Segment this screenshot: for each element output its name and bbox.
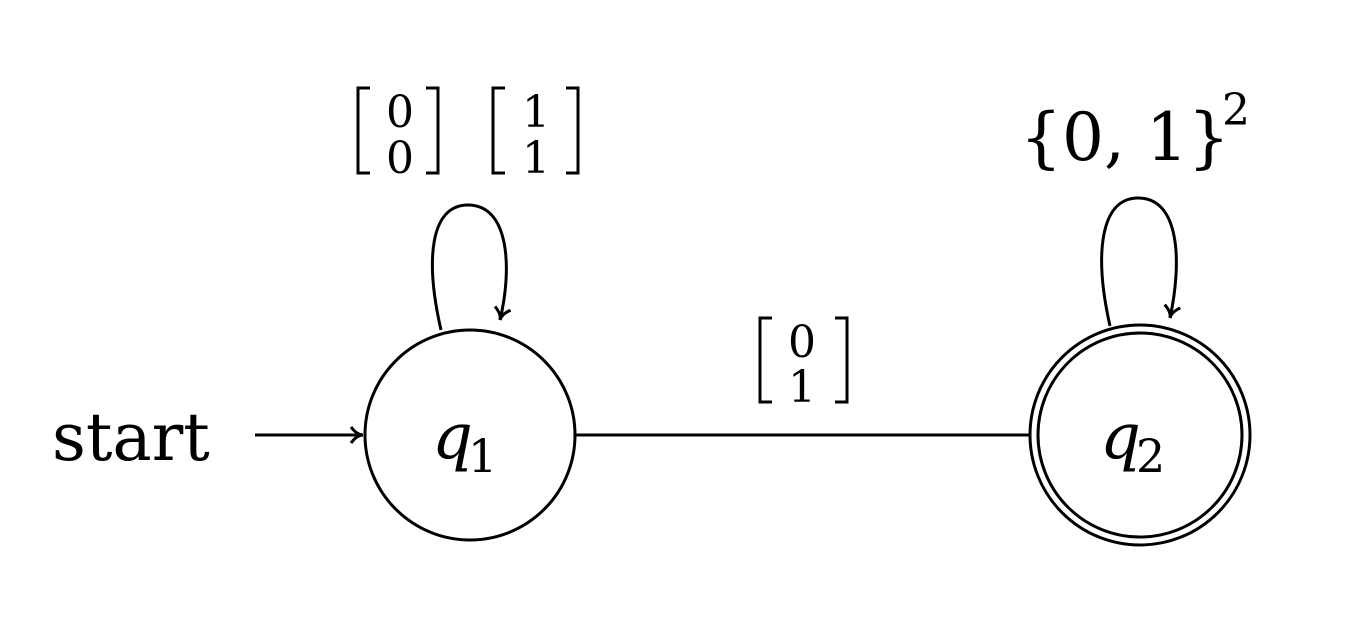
q1-loop-arrow bbox=[431, 203, 512, 331]
state-q1-subscript: 1 bbox=[468, 429, 497, 483]
state-q2-subscript: 2 bbox=[1136, 429, 1165, 483]
svg-text:1: 1 bbox=[522, 87, 550, 138]
q2-loop-label: {0, 1} 2 bbox=[1020, 85, 1250, 176]
q1-loop-label: 0 0 1 1 bbox=[356, 86, 580, 184]
svg-text:0: 0 bbox=[386, 87, 414, 138]
svg-text:0: 0 bbox=[386, 133, 414, 184]
svg-text:1: 1 bbox=[522, 133, 550, 184]
state-q2-label: q bbox=[1100, 400, 1141, 474]
svg-text:0: 0 bbox=[788, 317, 816, 368]
state-q1[interactable]: q 1 bbox=[363, 328, 577, 542]
q2-loop-arrow bbox=[1100, 196, 1181, 327]
state-q2[interactable]: q 2 bbox=[1028, 323, 1252, 547]
svg-text:1: 1 bbox=[788, 362, 816, 413]
q1-to-q2-label: 0 1 bbox=[758, 316, 849, 413]
svg-text:2: 2 bbox=[1222, 85, 1250, 136]
state-q1-label: q bbox=[432, 400, 473, 474]
svg-text:{0, 1}: {0, 1} bbox=[1020, 99, 1230, 176]
start-label: start bbox=[52, 399, 210, 476]
